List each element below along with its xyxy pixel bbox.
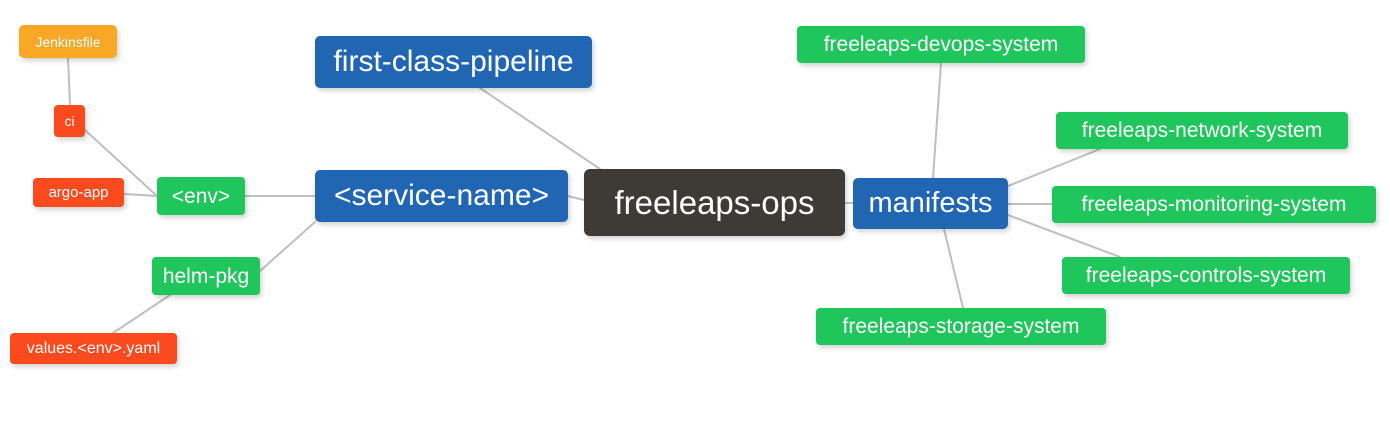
mindmap-node-freeleaps-network-system[interactable]: freeleaps-network-system [1056, 112, 1348, 149]
mindmap-node-freeleaps-storage-system[interactable]: freeleaps-storage-system [816, 308, 1106, 345]
mindmap-node-label: freeleaps-ops [614, 184, 815, 221]
mindmap-node-label: argo-app [48, 184, 109, 201]
mindmap-node-freeleaps-ops[interactable]: freeleaps-ops [584, 169, 845, 236]
mindmap-node-label: values.<env>.yaml [26, 339, 161, 357]
mindmap-node-freeleaps-monitoring-system[interactable]: freeleaps-monitoring-system [1052, 186, 1376, 223]
mindmap-node-label: freeleaps-controls-system [1085, 264, 1327, 287]
mindmap-node-label: freeleaps-storage-system [842, 315, 1080, 338]
mindmap-node-ci[interactable]: ci [54, 105, 85, 137]
mindmap-node-label: manifests [868, 187, 993, 219]
mindmap-node-label: freeleaps-devops-system [823, 33, 1059, 56]
mindmap-node-label: first-class-pipeline [333, 45, 574, 78]
mindmap-node-label: freeleaps-monitoring-system [1081, 193, 1347, 216]
mindmap-node-label: <env> [171, 184, 231, 208]
mindmap-node-service-name[interactable]: <service-name> [315, 170, 568, 222]
mindmap-node-manifests[interactable]: manifests [853, 178, 1008, 229]
mindmap-node-first-class-pipeline[interactable]: first-class-pipeline [315, 36, 592, 88]
mindmap-node-helm-pkg[interactable]: helm-pkg [152, 257, 260, 295]
mindmap-node-argo-app[interactable]: argo-app [33, 178, 124, 207]
mindmap-node-freeleaps-controls-system[interactable]: freeleaps-controls-system [1062, 257, 1350, 294]
mindmap-node-values-yaml[interactable]: values.<env>.yaml [10, 333, 177, 364]
mindmap-node-label: freeleaps-network-system [1081, 119, 1323, 142]
mindmap-node-env[interactable]: <env> [157, 177, 245, 215]
mindmap-node-label: Jenkinsfile [35, 33, 101, 50]
mindmap-node-label: <service-name> [333, 179, 550, 212]
mindmap-node-jenkinsfile[interactable]: Jenkinsfile [19, 25, 117, 58]
mindmap-node-label: ci [64, 113, 75, 129]
mindmap-node-label: helm-pkg [162, 264, 250, 288]
mindmap-node-freeleaps-devops-system[interactable]: freeleaps-devops-system [797, 26, 1085, 63]
